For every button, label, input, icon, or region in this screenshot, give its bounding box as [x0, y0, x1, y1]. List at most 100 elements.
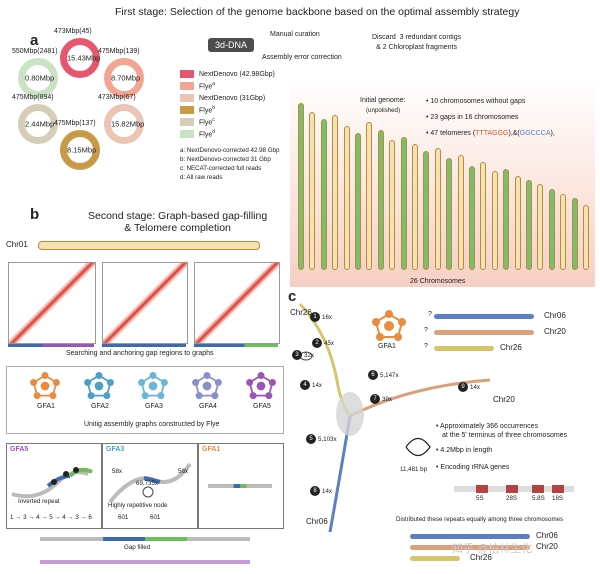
legend-sup: b: [212, 105, 216, 112]
ring-center-value: 8.15Mbp: [67, 145, 97, 155]
ring-center-value: 15.43Mbp: [67, 53, 101, 63]
chromosome: [309, 111, 316, 270]
hic-map-3: [194, 262, 280, 344]
rrna-block: [476, 485, 488, 493]
assembly-ring: 0.80Mbp: [18, 58, 58, 98]
row-bar: [410, 556, 460, 561]
legend-swatch: [180, 70, 194, 78]
gfa1-label: GFA1: [378, 343, 396, 350]
ring-center-value: 0.80Mbp: [25, 73, 55, 83]
node-coverage: 5,147x: [380, 371, 399, 379]
loop-length: 11,481 bp: [400, 466, 428, 473]
row-name: Chr06: [536, 531, 558, 540]
legend-row: Flyed: [180, 128, 275, 140]
chromosome: [389, 140, 396, 270]
chromosome: [366, 122, 373, 270]
gfa3-detail-caption: Highly repetitive node: [108, 502, 168, 509]
chromosome: [343, 126, 350, 270]
ring-center-value: 8.70Mbp: [111, 73, 141, 83]
legend-sup: c: [212, 117, 215, 124]
initial-genome-title: Initial genome:: [360, 97, 406, 104]
fact-2: at the 5' terminus of three chromosomes: [442, 432, 568, 439]
panel-b-title: Second stage: Graph-based gap-filling & …: [88, 210, 268, 234]
bullet-1: • 10 chromosomes without gaps: [426, 98, 526, 105]
panel-c-label: c: [288, 288, 297, 305]
gfa-icon: [192, 372, 222, 400]
chromosome: [583, 205, 589, 270]
legend-note: c: NECAT-corrected full reads: [180, 165, 262, 172]
row-bar: [434, 330, 534, 335]
search-caption: Searching and anchoring gap regions to g…: [66, 350, 214, 357]
gfa5-path: 1 → 3 → 4 → 5 → 4 → 3 → 6: [10, 514, 92, 521]
chr20-label: Chr20: [493, 395, 515, 404]
gap-filled-bar-bottom: [40, 560, 250, 564]
chromosome: [571, 198, 578, 270]
chr06-label: Chr06: [306, 517, 328, 526]
ring-top-label: 475Mbp(139): [98, 48, 140, 55]
panel-a-label: a: [30, 32, 39, 49]
node-coverage: 16x: [322, 313, 332, 321]
node-coverage: 32x: [304, 351, 314, 359]
gfa-label: GFA1: [37, 403, 55, 410]
row-question: ?: [424, 327, 428, 334]
chromosome-caption: 26 Chromosomes: [410, 278, 466, 285]
chromosome: [537, 183, 544, 270]
node-badge: 1: [310, 312, 320, 322]
node-badge: 3: [292, 350, 302, 360]
rrna-block: [506, 485, 518, 493]
legend-label: NextDenovo (42.98Gbp): [199, 70, 275, 78]
node-badge: 9: [458, 382, 468, 392]
chromosome: [457, 154, 464, 270]
chromosome: [480, 162, 487, 270]
repeat-graph: [298, 302, 491, 533]
dna-box: 3d-DNA: [208, 38, 254, 52]
legend-row: Flyec: [180, 116, 275, 128]
node-coverage: 14x: [322, 487, 332, 495]
rrna-block: [532, 485, 544, 493]
gfa3-n2: 69,735x: [136, 480, 159, 487]
gfa-label: GFA4: [199, 403, 217, 410]
row-question: ?: [428, 311, 432, 318]
initial-genome-subtitle: (unpolished): [366, 107, 401, 114]
gfa5-detail-caption: Inverted repeat: [18, 498, 60, 505]
node-coverage: 39x: [382, 395, 392, 403]
bullet-2: • 23 gaps in 16 chromosomes: [426, 114, 519, 121]
chromosome: [446, 158, 453, 270]
node-badge: 5: [306, 434, 316, 444]
chromosome: [491, 171, 498, 270]
row-bar: [434, 314, 534, 319]
gfa1-icon: [372, 310, 406, 341]
gfa3-detail-graph: [108, 462, 192, 504]
watermark: 知乎 @柏林生化: [452, 543, 533, 555]
rrna-label: 28S: [506, 495, 518, 502]
row-name: Chr06: [544, 311, 566, 320]
chromosome: [503, 169, 510, 270]
rrna-label: 5.8S: [532, 495, 545, 502]
fact-3: • 4.2Mbp in length: [436, 447, 493, 454]
hic-bar-2: [102, 344, 186, 347]
legend-label: Flyeb: [199, 105, 216, 115]
ring-top-label: 475Mbp(137): [54, 120, 96, 127]
bullet-3: • 47 telomeres (TTTAGGG),&(GGCCCA),: [426, 130, 555, 137]
chromosome: [332, 115, 339, 270]
legend-row: NextDenovo (31Gbp): [180, 92, 275, 104]
legend-label: Flyed: [199, 129, 216, 139]
legend-swatch: [180, 106, 194, 114]
gfa-icon: [138, 372, 168, 400]
figure-title: First stage: Selection of the genome bac…: [115, 6, 520, 18]
chromosome: [469, 165, 475, 270]
legend-row: Flyeb: [180, 104, 275, 116]
legend-note: b: NextDenovo-corrected 31 Gbp: [180, 156, 271, 163]
hic-map-1: [8, 262, 96, 344]
gfa5-detail-graph: [11, 467, 93, 499]
legend-note: a: NextDenovo-corrected 42.98 Gbp: [180, 147, 280, 154]
gfa-panel: [6, 366, 284, 434]
chromosome: [355, 133, 361, 270]
legend-notes: a: NextDenovo-corrected 42.98 Gbp b: Next…: [180, 146, 279, 182]
